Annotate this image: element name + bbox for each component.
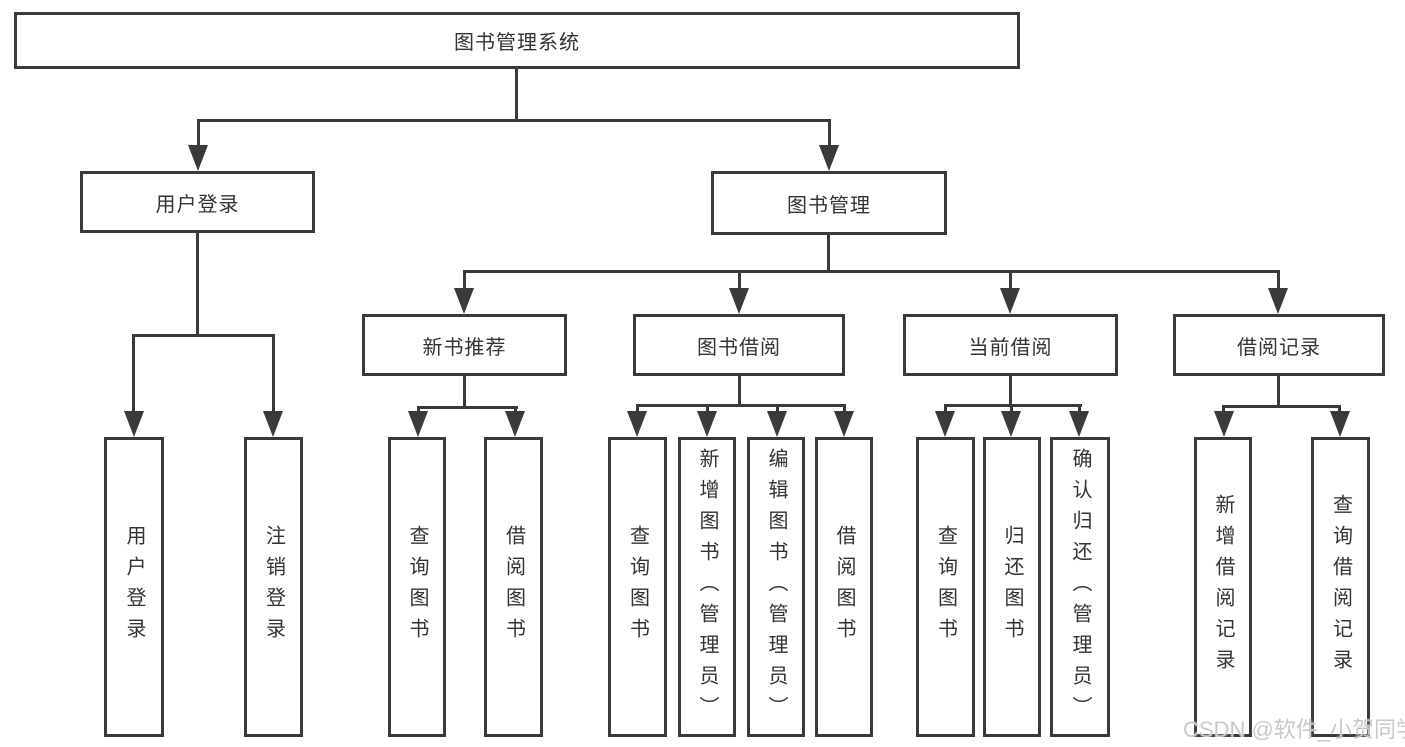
node-leaf-logout-label: 注销登录 — [262, 525, 285, 649]
arrowhead-to-confirm-return-icon — [1069, 411, 1089, 437]
arrowhead-to-new-book-rec-icon — [454, 288, 474, 314]
arrowhead-to-query-book-1-icon — [408, 411, 428, 437]
node-book-management: 图书管理 — [711, 171, 947, 235]
node-leaf-user-login-label: 用户登录 — [123, 525, 145, 649]
node-new-book-recommend: 新书推荐 — [362, 314, 567, 376]
edge-root-to-user-login-stem — [197, 119, 200, 146]
edge-book-borrow-hbar — [636, 404, 846, 407]
edge-to-borrow-book-2-stem — [843, 404, 846, 413]
node-borrow-records-label: 借阅记录 — [1237, 336, 1321, 359]
arrowhead-to-query-book-2-icon — [627, 411, 647, 437]
arrowhead-to-query-record-icon — [1330, 411, 1350, 437]
node-leaf-query-book-1: 查询图书 — [388, 437, 446, 737]
edge-to-add-book-stem — [706, 404, 709, 413]
node-leaf-edit-book-admin-label: 编辑图书（管理员） — [765, 447, 787, 727]
node-leaf-borrow-book-2: 借阅图书 — [815, 437, 873, 737]
node-book-borrowing: 图书借阅 — [633, 314, 845, 376]
edge-to-leaf-user-login-stem — [132, 334, 135, 413]
edge-to-book-borrow-stem — [738, 270, 741, 290]
edge-to-borrow-records-stem — [1277, 270, 1280, 290]
node-leaf-return-book-label: 归还图书 — [1001, 525, 1023, 649]
edge-to-add-record-stem — [1222, 405, 1225, 413]
edge-to-query-book-3-stem — [944, 404, 947, 413]
node-leaf-add-borrow-record: 新增借阅记录 — [1194, 437, 1252, 737]
node-leaf-query-book-3: 查询图书 — [916, 437, 975, 737]
node-leaf-add-book-admin: 新增图书（管理员） — [678, 437, 736, 737]
edge-root-vline — [515, 68, 518, 121]
edge-user-login-hbar — [132, 334, 275, 337]
edge-to-confirm-return-stem — [1078, 404, 1081, 413]
node-leaf-confirm-return-admin: 确认归还（管理员） — [1050, 437, 1110, 737]
arrowhead-to-user-login-icon — [188, 145, 208, 171]
node-leaf-borrow-book-2-label: 借阅图书 — [833, 525, 855, 649]
arrowhead-to-return-book-icon — [1001, 411, 1021, 437]
arrowhead-to-borrow-records-icon — [1268, 288, 1288, 314]
node-user-login: 用户登录 — [80, 171, 315, 233]
edge-to-query-record-stem — [1338, 405, 1341, 413]
node-leaf-borrow-book-1: 借阅图书 — [484, 437, 543, 737]
node-leaf-query-borrow-record: 查询借阅记录 — [1311, 437, 1370, 737]
node-leaf-query-book-2-label: 查询图书 — [626, 525, 649, 649]
edge-new-book-rec-hbar — [417, 406, 518, 409]
node-library-management-system: 图书管理系统 — [14, 12, 1020, 69]
node-user-login-label: 用户登录 — [155, 193, 240, 216]
arrowhead-to-current-borrow-icon — [1000, 288, 1020, 314]
node-leaf-logout: 注销登录 — [244, 437, 303, 737]
arrowhead-to-borrow-book-2-icon — [834, 411, 854, 437]
arrowhead-to-add-record-icon — [1214, 411, 1234, 437]
arrowhead-to-book-borrow-icon — [729, 288, 749, 314]
edge-book-mgmt-hbar — [463, 270, 1280, 273]
edge-borrow-records-vline — [1277, 376, 1280, 408]
edge-book-mgmt-vline — [827, 234, 830, 273]
arrowhead-to-borrow-book-1-icon — [505, 411, 525, 437]
arrowhead-to-edit-book-icon — [767, 411, 787, 437]
edge-to-current-borrow-stem — [1009, 270, 1012, 290]
node-leaf-return-book: 归还图书 — [983, 437, 1041, 737]
node-leaf-add-book-admin-label: 新增图书（管理员） — [696, 447, 718, 727]
edge-to-return-book-stem — [1010, 404, 1013, 413]
edge-user-login-vline — [196, 233, 199, 336]
arrowhead-to-leaf-user-login-icon — [124, 411, 144, 437]
node-leaf-add-borrow-record-label: 新增借阅记录 — [1212, 494, 1234, 680]
node-current-borrowing-label: 当前借阅 — [968, 336, 1053, 359]
node-library-management-system-label: 图书管理系统 — [454, 32, 580, 54]
arrowhead-to-leaf-logout-icon — [263, 411, 283, 437]
edge-new-book-rec-vline — [463, 376, 466, 408]
edge-to-new-book-rec-stem — [463, 270, 466, 290]
node-borrow-records: 借阅记录 — [1173, 314, 1385, 376]
node-leaf-borrow-book-1-label: 借阅图书 — [502, 525, 525, 649]
csdn-watermark: CSDN @软件_小贺同学 — [1183, 717, 1405, 742]
edge-to-query-book-2-stem — [636, 404, 639, 413]
edge-root-to-book-mgmt-stem — [828, 119, 831, 146]
node-current-borrowing: 当前借阅 — [903, 314, 1118, 376]
edge-book-borrow-vline — [738, 376, 741, 407]
node-leaf-query-book-2: 查询图书 — [608, 437, 667, 737]
edge-borrow-records-hbar — [1222, 405, 1341, 408]
node-leaf-query-borrow-record-label: 查询借阅记录 — [1329, 494, 1352, 680]
edge-to-query-book-1-stem — [417, 406, 420, 413]
node-leaf-edit-book-admin: 编辑图书（管理员） — [747, 437, 805, 737]
node-leaf-query-book-3-label: 查询图书 — [934, 525, 957, 649]
edge-to-leaf-logout-stem — [272, 334, 275, 413]
edge-to-borrow-book-1-stem — [514, 406, 517, 413]
arrowhead-to-book-mgmt-icon — [819, 145, 839, 171]
node-book-borrowing-label: 图书借阅 — [697, 336, 781, 359]
node-new-book-recommend-label: 新书推荐 — [422, 336, 507, 359]
edge-root-hbar — [197, 119, 831, 122]
arrowhead-to-query-book-3-icon — [935, 411, 955, 437]
node-leaf-user-login: 用户登录 — [104, 437, 164, 737]
node-leaf-query-book-1-label: 查询图书 — [406, 525, 428, 649]
edge-current-borrow-hbar — [944, 404, 1082, 407]
arrowhead-to-add-book-icon — [697, 411, 717, 437]
node-leaf-confirm-return-admin-label: 确认归还（管理员） — [1069, 447, 1091, 727]
node-book-management-label: 图书管理 — [787, 194, 871, 217]
edge-current-borrow-vline — [1009, 376, 1012, 407]
edge-to-edit-book-stem — [776, 404, 779, 413]
